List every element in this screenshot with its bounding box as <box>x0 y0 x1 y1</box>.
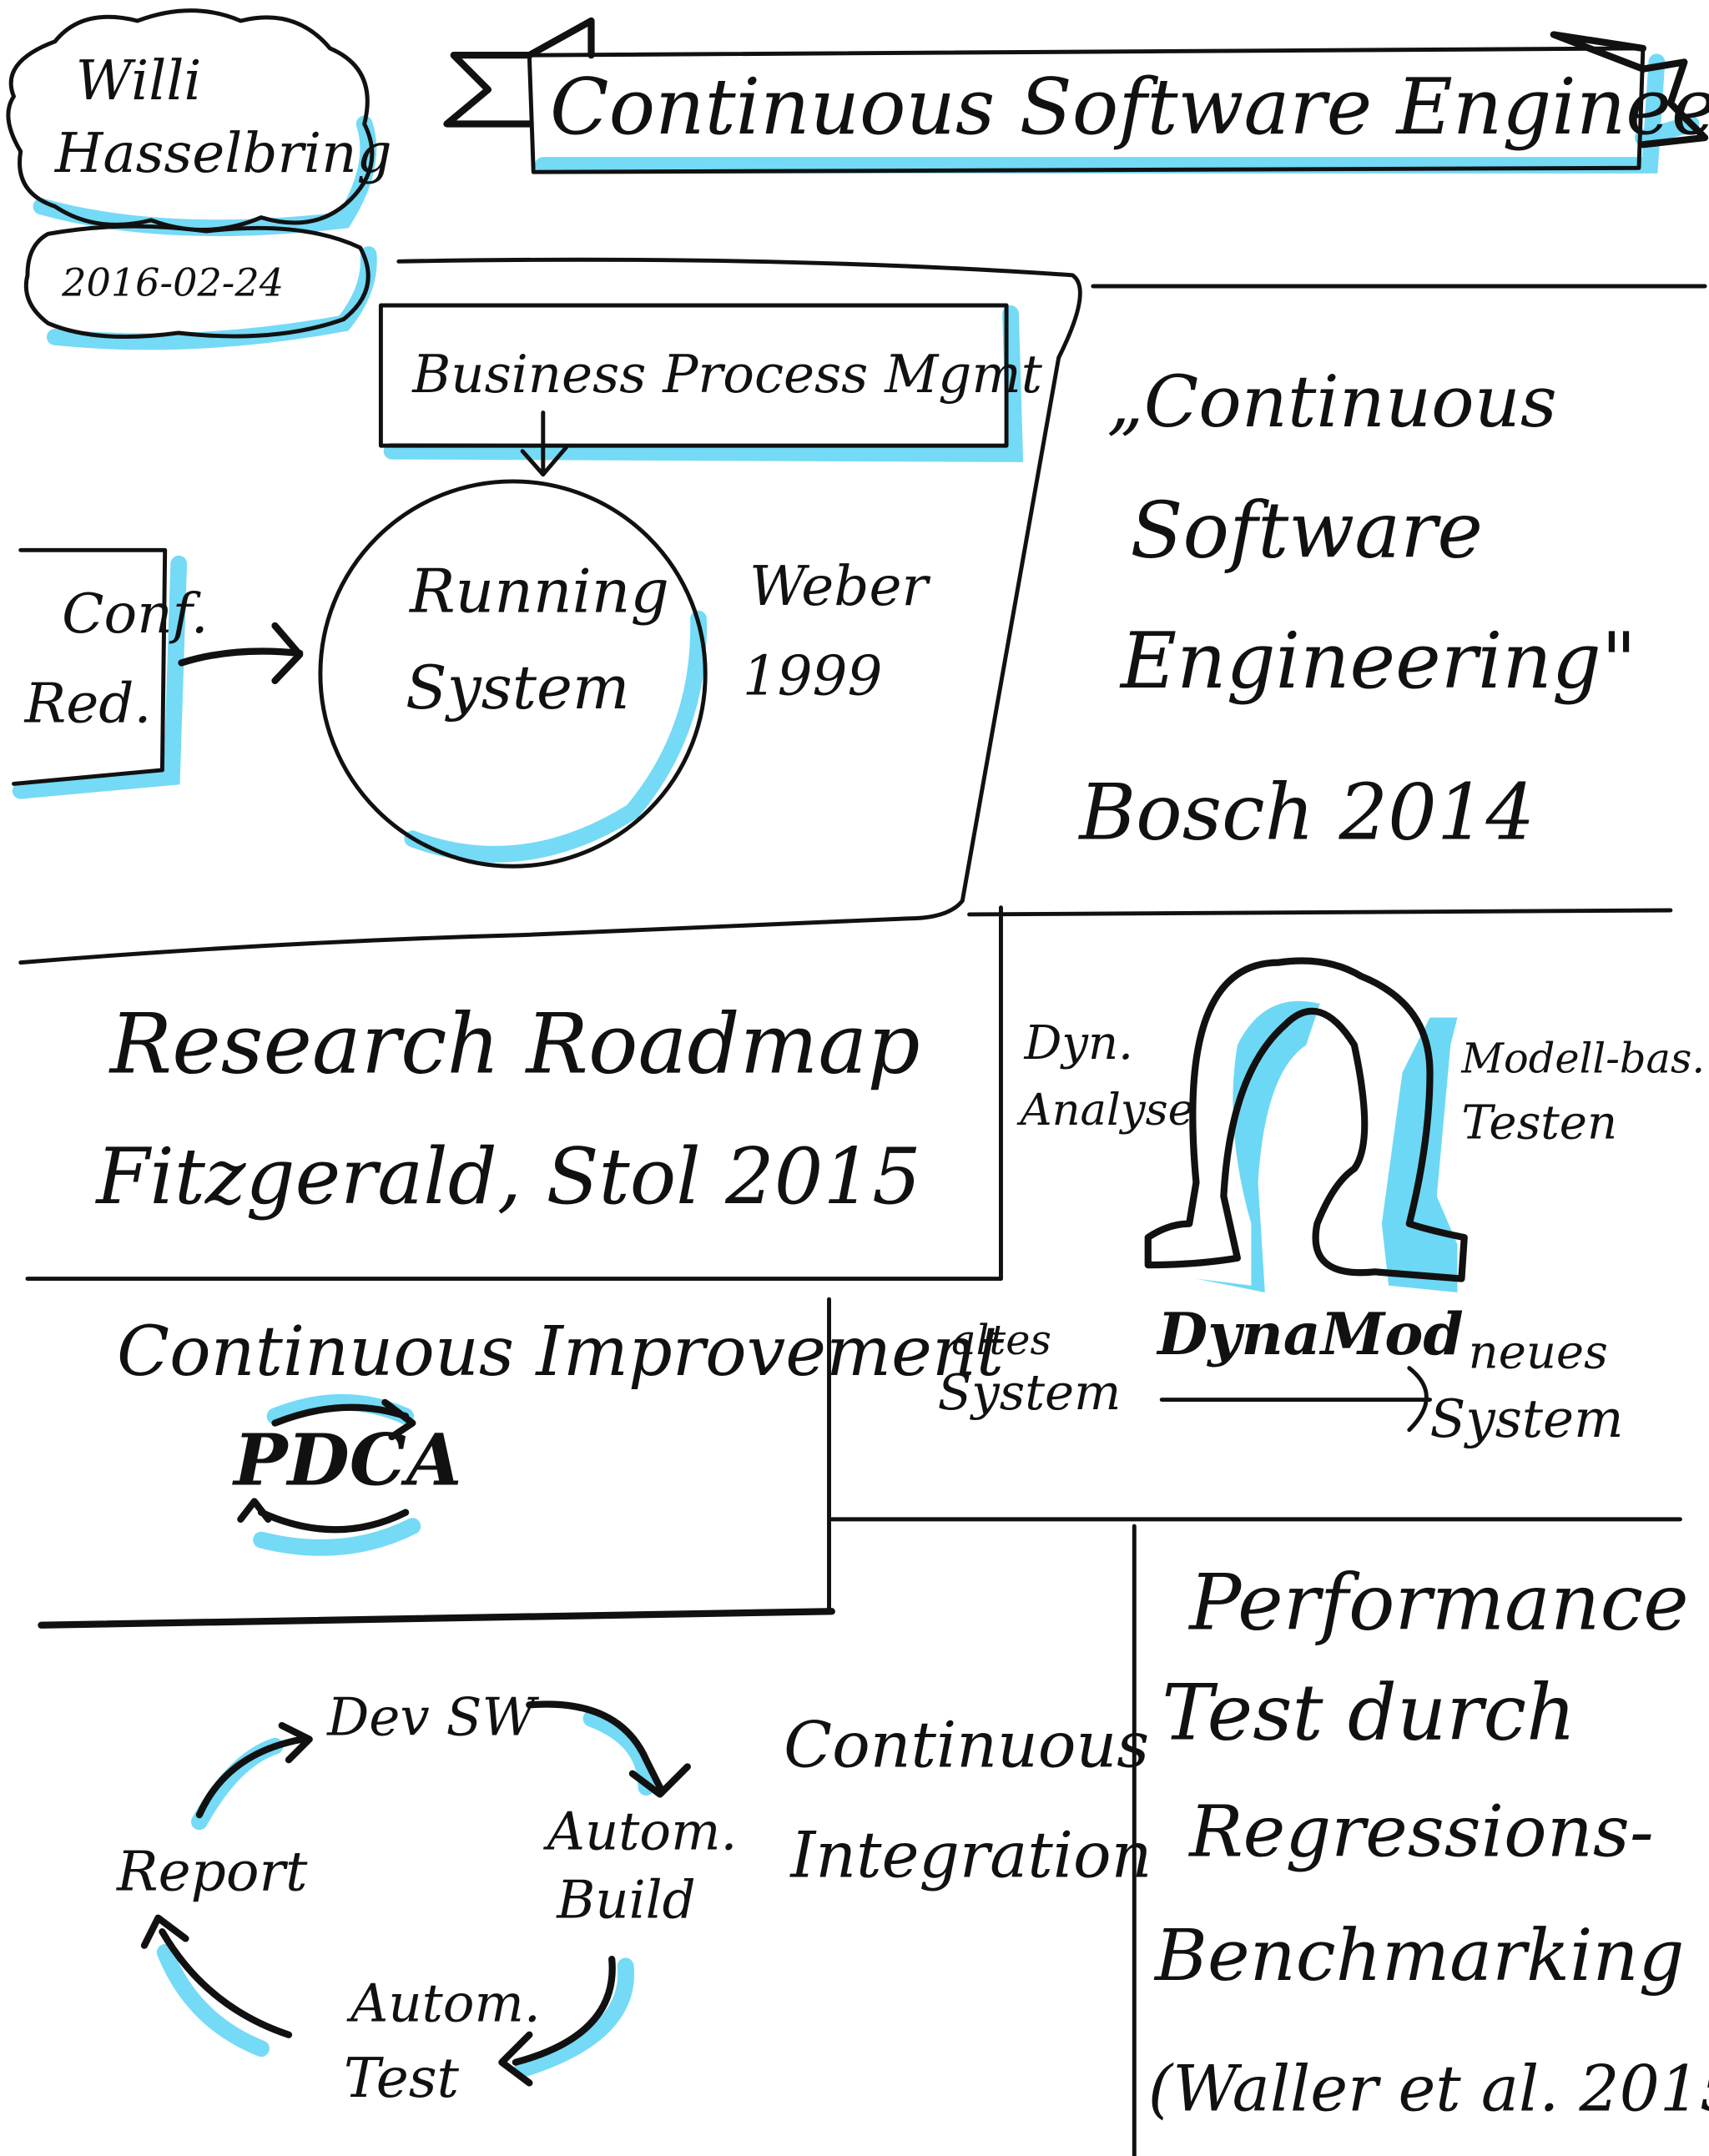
arrow-test-to-report-icon <box>140 1914 293 2038</box>
performance-line4: Benchmarking <box>1153 1914 1684 1997</box>
bpm-section: Business Process Mgmt Running System Web… <box>12 303 1043 869</box>
cloud-outline <box>6 8 375 232</box>
dynamod-section: Dyn. Analyse Modell-bas. Testen DynaMod … <box>938 957 1705 1449</box>
bpm-box <box>378 303 1009 448</box>
title-banner: Continuous Software Engineering <box>443 17 1709 174</box>
new-system-line1: neues <box>1469 1326 1608 1380</box>
conf-red-box <box>12 547 168 786</box>
bpm-label: Business Process Mgmt <box>411 344 1042 405</box>
date-cloud-outline <box>23 224 371 339</box>
improvement-title: Continuous Improvement <box>117 1312 1005 1392</box>
roadmap-line2: Fitzgerald, Stol 2015 <box>94 1131 921 1222</box>
roadmap-line1: Research Roadmap <box>108 996 920 1092</box>
performance-line2: Test durch <box>1162 1668 1575 1758</box>
date-cloud: 2016-02-24 <box>23 224 377 350</box>
omega-highlight <box>1196 1000 1458 1293</box>
weber-ref-line1: Weber <box>749 554 931 618</box>
arrow-down-icon <box>520 411 569 477</box>
ci-label-line2: Integration <box>789 1818 1152 1892</box>
dyn-analyse-line1: Dyn. <box>1023 1016 1132 1070</box>
quote-line2: Software <box>1130 486 1483 576</box>
old-system-line2: System <box>938 1363 1122 1421</box>
quote-section: „Continuous Software Engineering" Bosch … <box>1077 360 1636 857</box>
performance-line3: Regressions- <box>1187 1791 1654 1874</box>
weber-ref-line2: 1999 <box>743 643 883 708</box>
model-testing-line1: Modell-bas. <box>1460 1034 1705 1082</box>
step-build-line2: Build <box>556 1870 695 1931</box>
arrow-right-icon <box>178 622 304 684</box>
cycle-arrow-top-icon <box>271 1398 416 1441</box>
dynamod-name: DynaMod <box>1156 1301 1463 1368</box>
author-first-name: Willi <box>76 48 202 113</box>
author-cloud: Willi Hasselbring <box>6 8 392 236</box>
old-system-line1: altes <box>951 1316 1051 1364</box>
quote-line1: „Continuous <box>1107 360 1556 444</box>
date-text: 2016-02-24 <box>61 260 284 305</box>
divider-improvement <box>38 1608 835 1629</box>
page-title: Continuous Software Engineering <box>550 62 1709 152</box>
banner-right-ribbon <box>1550 31 1709 149</box>
step-test-line1: Autom. <box>346 1972 541 2033</box>
ci-label-line1: Continuous <box>784 1708 1149 1781</box>
step-report: Report <box>116 1840 308 1904</box>
banner-left-ribbon <box>443 17 595 128</box>
arrow-report-to-dev-icon <box>195 1721 313 1819</box>
conf-line1: Conf. <box>62 582 209 646</box>
quote-line3: Engineering" <box>1119 616 1636 706</box>
pdca-label: PDCA <box>232 1419 461 1503</box>
cycle-arrow-bottom-icon <box>237 1498 410 1534</box>
step-test-line2: Test <box>344 2046 460 2110</box>
step-dev: Dev SW <box>326 1687 539 1748</box>
migration-arrow-icon <box>1159 1366 1433 1433</box>
improvement-section: Continuous Improvement PDCA <box>117 1312 1005 1556</box>
step-build-line1: Autom. <box>543 1801 738 1861</box>
performance-section: Performance Test durch Regressions- Benc… <box>1148 1558 1709 2126</box>
performance-line1: Performance <box>1187 1558 1689 1648</box>
performance-line5: (Waller et al. 2015) <box>1148 2052 1709 2125</box>
divider-bpm <box>18 257 1082 965</box>
new-system-line2: System <box>1430 1388 1624 1449</box>
circle-line2: System <box>406 653 630 723</box>
running-system-circle <box>318 479 708 869</box>
model-testing-line2: Testen <box>1461 1096 1617 1150</box>
roadmap-section: Research Roadmap Fitzgerald, Stol 2015 <box>94 996 921 1222</box>
ci-section: Dev SW Autom. Build Autom. Test Report C… <box>116 1687 1152 2110</box>
author-last-name: Hasselbring <box>54 121 392 185</box>
arrow-build-to-test-icon <box>498 1956 616 2087</box>
omega-symbol <box>1144 957 1468 1282</box>
conf-line2: Red. <box>24 671 152 735</box>
arrow-dev-to-build-icon <box>526 1700 691 1798</box>
dividers <box>18 257 1707 2156</box>
dyn-analyse-line2: Analyse <box>1016 1085 1194 1136</box>
divider-mid-right <box>967 908 1673 917</box>
banner-box <box>527 46 1646 174</box>
circle-line1: Running <box>408 557 669 627</box>
quote-ref: Bosch 2014 <box>1077 767 1535 857</box>
